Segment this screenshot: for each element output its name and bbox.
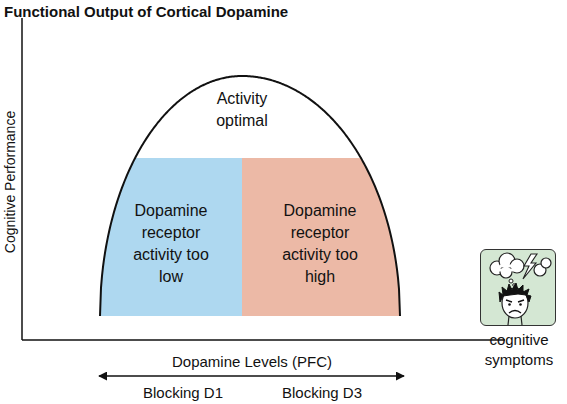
- high-activity-band: Dopamine receptor activity too high: [242, 158, 400, 316]
- x-axis: [22, 339, 505, 341]
- low-activity-band: Dopamine receptor activity too low: [100, 158, 242, 316]
- spiky-hair: [499, 283, 531, 302]
- y-axis: [21, 18, 23, 340]
- cloud-puff: [534, 264, 546, 276]
- head: [502, 288, 528, 318]
- arrow-label: Blocking D3: [282, 384, 362, 401]
- inverted-u-curve: Activity optimalDopamine receptor activi…: [100, 76, 400, 316]
- direction-arrow: [99, 375, 404, 377]
- cloud-puff: [510, 259, 524, 273]
- cloud-puff: [541, 258, 551, 268]
- symptom-icon-box: cognitive symptoms: [480, 249, 556, 326]
- neck-line: [508, 316, 509, 325]
- node-text: Dopamine receptor activity too low: [121, 200, 221, 288]
- frown: [509, 311, 521, 314]
- axis-label: Dopamine Levels (PFC): [172, 353, 332, 370]
- arrow-label: Blocking D1: [143, 384, 223, 401]
- neck-line: [521, 316, 522, 325]
- node-text: cognitive symptoms: [472, 330, 566, 370]
- node-text: Dopamine receptor activity too high: [270, 200, 370, 288]
- cloud-puff: [500, 266, 512, 278]
- eye: [508, 303, 511, 306]
- band-fill: [100, 158, 242, 316]
- lightning-bolt: [523, 254, 537, 279]
- thought-bubble: [509, 279, 513, 283]
- curve-line: [100, 76, 400, 316]
- thought-bubble: [513, 284, 516, 287]
- eye: [519, 303, 522, 306]
- cloud-puff: [490, 261, 504, 275]
- axis-label: Cognitive Performance: [2, 111, 18, 253]
- chart-title: Functional Output of Cortical Dopamine: [4, 3, 288, 20]
- angry-brows: [506, 300, 524, 302]
- band-fill: [242, 158, 400, 316]
- node-text: Activity optimal: [192, 88, 292, 132]
- cloud-fill: [498, 266, 514, 270]
- cloud-puff: [499, 253, 515, 269]
- thought-cloud: [490, 253, 551, 278]
